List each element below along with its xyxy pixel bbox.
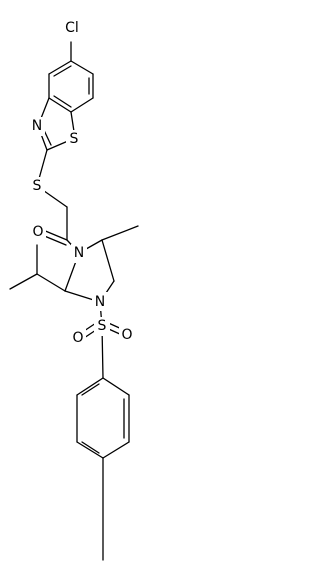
sulfonyl-oxygen-right-atom: O [119,325,135,344]
carbonyl-oxygen-label: O [32,224,43,240]
thioether-sulfur-atom: S [29,177,45,196]
bond-tolyl-double [81,441,100,454]
bond-isopropyl [9,273,38,290]
bond-tolyl [76,441,104,459]
sulfonyl-sulfur-atom: S [94,317,110,336]
sulfonyl-oxygen-right-label: O [121,327,132,343]
chlorine-atom: Cl [60,18,84,38]
sulfonyl-oxygen-left-label: O [72,330,83,346]
bond-ring [101,239,115,282]
thiazole-nitrogen-atom: N [29,117,45,136]
bond-tolyl-double [81,383,100,396]
acyl-nitrogen-atom: N [71,244,87,263]
bond-c-o [42,229,68,241]
acyl-nitrogen-label: N [74,245,84,261]
bond-benzene [70,60,94,75]
bond-benzene [48,97,72,113]
atom-labels: Cl N S S O N N S [29,18,135,348]
sulfonyl-oxygen-left-atom: O [70,329,86,348]
thiazole-sulfur-atom: S [66,130,82,149]
bond-benzene-double [53,95,72,108]
sulfonyl-sulfur-label: S [98,318,107,334]
bond-methyl [101,225,139,241]
bond-tolyl [76,377,104,396]
carbonyl-oxygen-atom: O [30,223,46,242]
thiazole-nitrogen-label: N [32,118,42,134]
sulfonyl-nitrogen-atom: N [92,292,108,311]
bond-benzene [70,97,94,113]
bond-benzene [48,60,72,75]
thiazole-sulfur-label: S [70,131,79,147]
sulfonyl-nitrogen-label: N [95,294,105,310]
bond-lines [9,41,139,561]
thioether-sulfur-label: S [33,178,42,194]
bond-tolyl [102,441,130,459]
chlorine-label: Cl [65,20,79,36]
bond-benzene-double [53,65,72,77]
bond-tolyl [102,377,130,396]
chemical-structure-diagram: Cl N S S O N N S [9,18,139,561]
bond-isopropyl [36,273,66,292]
